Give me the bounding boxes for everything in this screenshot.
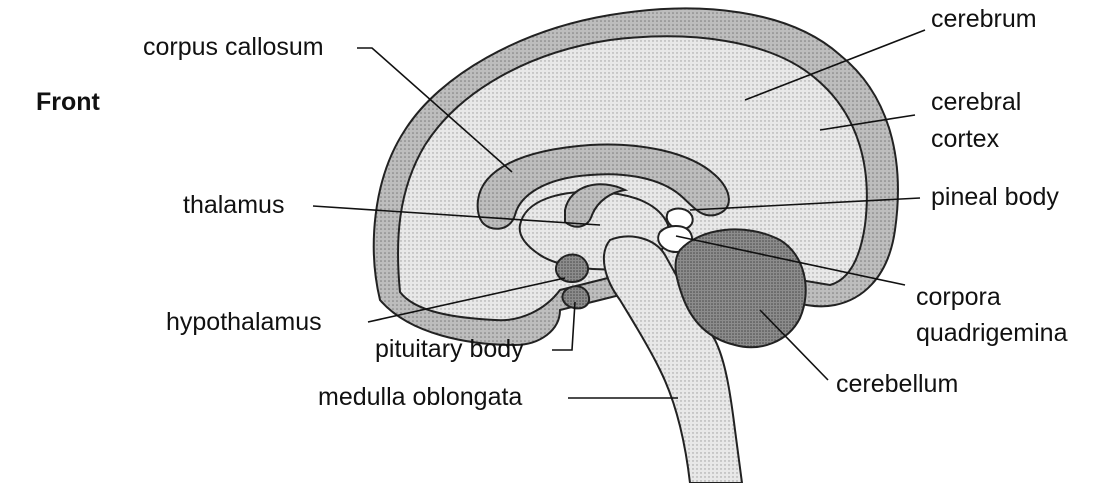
medulla-oblongata-label: medulla oblongata xyxy=(318,383,522,411)
thalamus-label: thalamus xyxy=(183,191,284,219)
corpora-quadrigemina-label-line1: corpora xyxy=(916,283,1001,311)
cerebrum-label: cerebrum xyxy=(931,5,1037,33)
front-label: Front xyxy=(36,88,101,116)
cerebral-cortex-label-line1: cerebral xyxy=(931,88,1021,116)
pituitary-body-label: pituitary body xyxy=(375,335,524,363)
cerebral-cortex-label-line2: cortex xyxy=(931,125,1000,153)
pituitary-body-shape xyxy=(562,286,589,308)
corpora-quadrigemina-label-line2: quadrigemina xyxy=(916,319,1068,347)
pineal-body-label: pineal body xyxy=(931,183,1059,211)
corpus-callosum-label: corpus callosum xyxy=(143,33,324,61)
hypothalamus-label: hypothalamus xyxy=(166,308,322,336)
hypothalamus-shape xyxy=(556,255,588,283)
cerebellum-label: cerebellum xyxy=(836,370,958,398)
